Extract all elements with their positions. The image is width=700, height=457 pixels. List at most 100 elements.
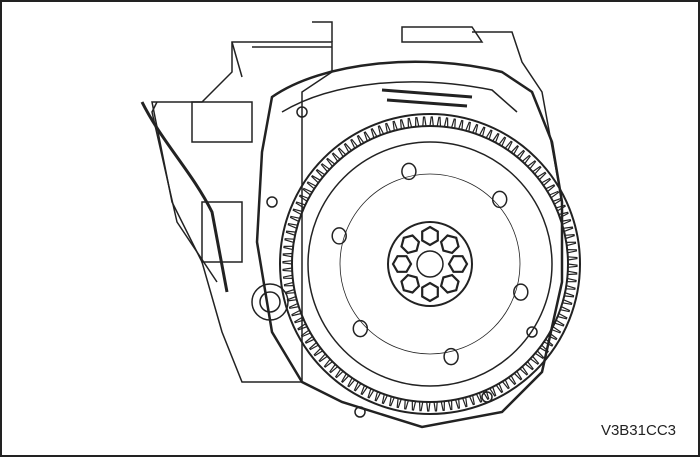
gear-tooth (311, 175, 321, 184)
gear-tooth (356, 134, 365, 145)
gear-tooth (549, 190, 560, 199)
gear-tooth (374, 391, 382, 402)
gear-tooth (458, 119, 464, 130)
illustration-code-label: V3B31CC3 (600, 422, 676, 439)
gear-tooth (353, 381, 362, 392)
gear-tooth (294, 316, 305, 324)
gear-tooth (561, 219, 572, 226)
gear-tooth (313, 347, 324, 357)
gear-tooth (547, 332, 558, 341)
gear-tooth (551, 326, 562, 334)
gear-tooth (555, 204, 566, 212)
gear-tooth (454, 398, 461, 409)
gear-tooth (513, 370, 523, 381)
bolt-head (439, 273, 460, 294)
gear-tooth (567, 270, 578, 276)
gear-tooth (451, 118, 456, 129)
gear-tooth (415, 116, 420, 127)
gear-tooth (468, 395, 475, 406)
gear-tooth (300, 329, 311, 338)
gear-tooth (543, 338, 554, 347)
gear-tooth (389, 396, 395, 407)
gear-tooth (396, 398, 402, 409)
gear-tooth (363, 131, 371, 142)
gear-tooth (285, 230, 296, 236)
gear-tooth (367, 388, 375, 399)
bolt-head (421, 281, 439, 303)
gear-tooth (323, 358, 333, 368)
gear-tooth (337, 147, 347, 158)
gear-tooth (436, 116, 442, 127)
gear-tooth (308, 342, 319, 351)
gear-tooth (315, 168, 326, 178)
gear-tooth (422, 116, 427, 127)
bolt-head (439, 234, 460, 255)
gear-tooth (563, 226, 574, 232)
bolt-head (447, 255, 469, 273)
gear-tooth (287, 223, 298, 229)
gear-tooth (536, 171, 547, 181)
gear-tooth (295, 201, 306, 209)
gear-tooth (567, 249, 578, 254)
gear-tooth (534, 350, 545, 360)
bolt-head (400, 273, 421, 294)
gear-tooth (465, 121, 471, 132)
gear-tooth (318, 353, 328, 363)
gear-tooth (440, 401, 445, 412)
gear-tooth (282, 260, 293, 265)
gear-tooth (562, 299, 573, 305)
gear-tooth (498, 136, 507, 147)
gear-tooth (545, 184, 556, 193)
flywheel-hole (513, 283, 529, 301)
flywheel-hole (401, 162, 417, 181)
gear-tooth (370, 128, 378, 139)
gear-tooth (282, 274, 293, 279)
gear-tooth (566, 277, 577, 283)
gear-tooth (566, 241, 577, 247)
gear-tooth (495, 383, 504, 394)
gear-tooth (285, 288, 296, 295)
gear-tooth (558, 211, 569, 219)
gear-tooth (560, 306, 571, 313)
bolt-head (391, 255, 413, 273)
gear-tooth (341, 373, 350, 383)
gear-tooth (377, 125, 385, 136)
gear-tooth (521, 154, 531, 164)
gear-tooth (306, 181, 317, 190)
gear-tooth (350, 138, 359, 149)
gear-tooth (385, 122, 392, 133)
gear-tooth (565, 285, 576, 290)
gear-tooth (286, 296, 297, 302)
gear-tooth (343, 142, 352, 153)
gear-tooth (404, 399, 409, 410)
gear-tooth (489, 386, 497, 397)
gear-tooth (539, 344, 549, 353)
ring-gear-teeth (282, 116, 578, 412)
gear-tooth (292, 208, 303, 216)
gear-tooth (407, 117, 413, 128)
gear-tooth (331, 152, 341, 162)
gear-tooth (392, 120, 398, 131)
flywheel (279, 113, 581, 415)
flywheel-hole (331, 227, 347, 245)
gear-tooth (304, 335, 315, 344)
gear-tooth (283, 245, 294, 251)
gear-tooth (347, 377, 356, 388)
gear-tooth (302, 187, 313, 196)
gear-tooth (524, 361, 534, 371)
gear-tooth (504, 140, 513, 151)
engine-block-outline (140, 21, 563, 383)
gear-tooth (557, 312, 568, 320)
gear-tooth (532, 165, 542, 175)
flywheel-hole (443, 347, 459, 366)
gear-tooth (411, 400, 417, 411)
bolt-head (400, 234, 421, 255)
gear-tooth (472, 123, 479, 134)
gear-tooth (564, 233, 575, 240)
gear-tooth (519, 366, 529, 376)
gear-tooth (527, 160, 537, 170)
gear-tooth (399, 119, 406, 130)
gear-tooth (381, 394, 388, 405)
housing-plate (251, 60, 564, 429)
